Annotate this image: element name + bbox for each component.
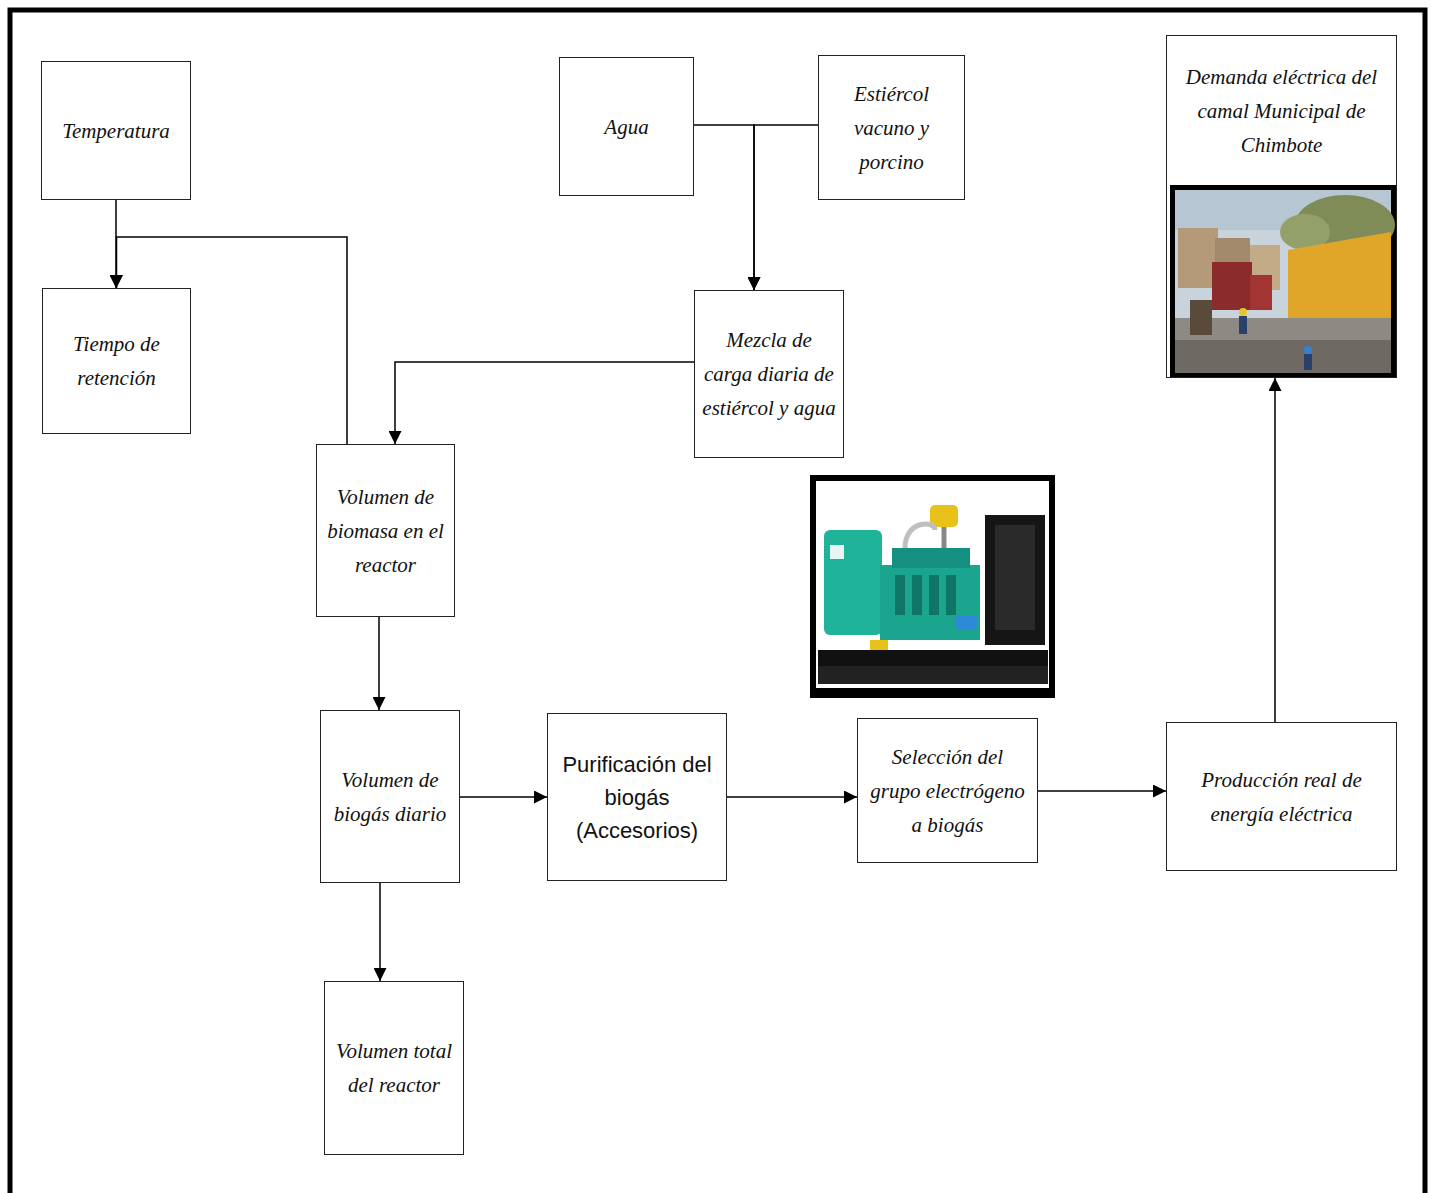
flow-arrow (378, 617, 380, 710)
box-label: Estiércol vacuno y porcino (826, 77, 957, 179)
flow-arrow (727, 796, 857, 798)
box-label: Volumen de biogás diario (328, 763, 452, 831)
generator-picture (810, 475, 1055, 698)
box-label: Temperatura (62, 114, 170, 148)
process-box: Volumen de biogás diario (320, 710, 460, 883)
box-label: Selección del grupo electrógeno a biogás (865, 740, 1030, 842)
box-label: Purificación del biogás (Accesorios) (555, 748, 719, 847)
flow-arrow (1274, 378, 1276, 722)
site-photo (1170, 185, 1396, 378)
flow-arrow (754, 125, 818, 290)
box-label: Tiempo de retención (50, 327, 183, 395)
process-box: Producción real de energía eléctrica (1166, 722, 1397, 871)
box-label: Agua (604, 110, 648, 144)
flow-arrow (1038, 790, 1166, 792)
input-box: Estiércol vacuno y porcino (818, 55, 965, 200)
input-box: Temperatura (41, 61, 191, 200)
process-box: Selección del grupo electrógeno a biogás (857, 718, 1038, 863)
flow-arrow (379, 883, 381, 981)
flow-arrow (460, 796, 547, 798)
input-box: Agua (559, 57, 694, 196)
process-box: Volumen de biomasa en el reactor (316, 444, 455, 617)
box-label: Volumen total del reactor (332, 1034, 456, 1102)
process-box: Volumen total del reactor (324, 981, 464, 1155)
process-box: Purificación del biogás (Accesorios) (547, 713, 727, 881)
flow-arrow (694, 125, 754, 290)
outer-frame (10, 10, 1425, 1193)
box-label: Volumen de biomasa en el reactor (324, 480, 447, 582)
demand-box: Demanda eléctrica del camal Municipal de… (1166, 35, 1397, 378)
box-label: Mezcla de carga diaria de estiércol y ag… (702, 323, 836, 425)
process-box: Tiempo de retención (42, 288, 191, 434)
process-box: Mezcla de carga diaria de estiércol y ag… (694, 290, 844, 458)
text-area: Demanda eléctrica del camal Municipal de… (1167, 36, 1396, 185)
box-label: Demanda eléctrica del camal Municipal de… (1174, 60, 1389, 162)
box-label: Producción real de energía eléctrica (1174, 763, 1389, 831)
flow-arrow (395, 362, 694, 444)
